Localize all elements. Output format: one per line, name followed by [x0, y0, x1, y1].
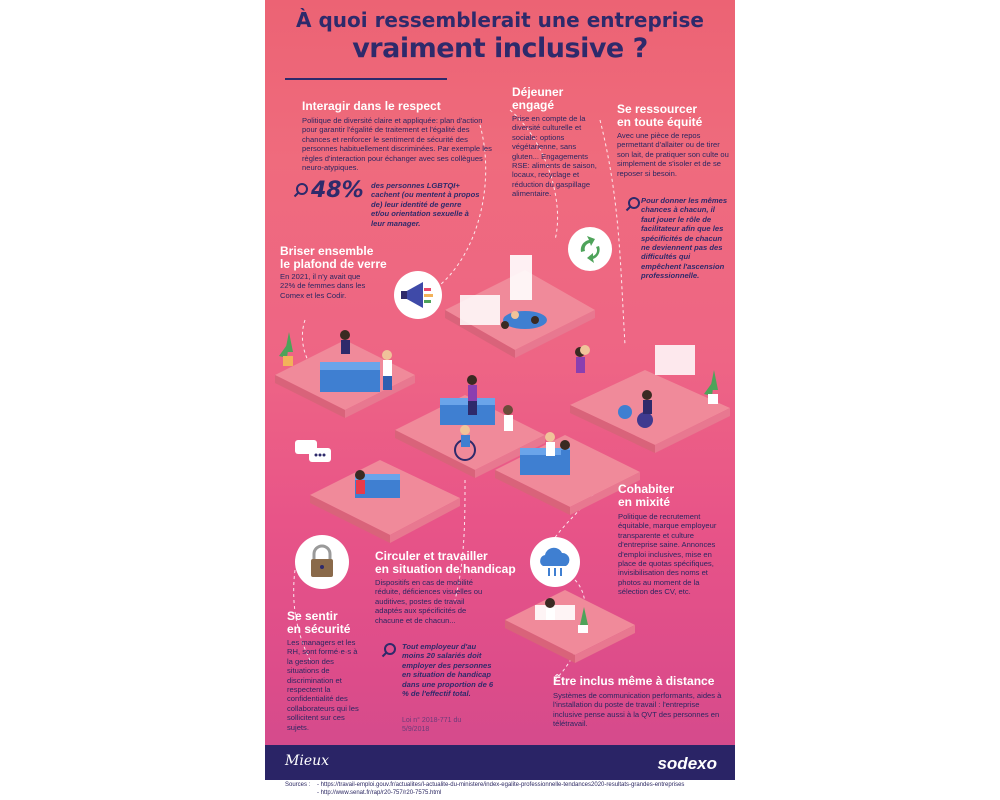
mieux-logo: Mieux — [285, 753, 330, 769]
title-underline — [285, 78, 447, 80]
section-respect-text: Politique de diversité claire et appliqu… — [302, 116, 492, 173]
law-reference: Loi n° 2018-771 du 5/9/2018 — [402, 717, 462, 733]
facilitateur-stat: Pour donner les mêmes chances à chacun, … — [641, 196, 728, 281]
title-line-2: vraiment inclusive ? — [352, 33, 648, 64]
magnifier-icon — [293, 183, 308, 198]
cloud-icon — [530, 537, 580, 587]
footer-bar — [265, 745, 735, 780]
megaphone-icon — [394, 271, 442, 319]
lgbtqi-stat-value: 48% — [311, 178, 364, 203]
section-handicap-title: Circuler et travailler en situation de h… — [375, 549, 516, 576]
chat-bubbles-icon — [295, 440, 331, 462]
magnifier-icon — [625, 197, 640, 212]
section-distance-text: Systèmes de communication performants, a… — [553, 691, 722, 729]
section-plafond-title: Briser ensemble le plafond de verre — [280, 244, 387, 271]
infographic-poster: À quoi ressemblerait une entreprise vrai… — [265, 0, 735, 800]
section-distance-title: Être inclus même à distance — [553, 674, 715, 688]
sources-label: Sources : — [285, 782, 311, 788]
section-dejeuner-text: Prise en compte de la diversité culturel… — [512, 114, 597, 199]
source-link-2[interactable]: - http://www.senat.fr/rap/r20-757/r20-75… — [317, 790, 442, 796]
section-ressourcer-text: Avec une pièce de repos permettant d'all… — [617, 131, 729, 178]
section-ressourcer-title: Se ressourcer en toute équité — [617, 102, 703, 129]
title-line-1: À quoi ressemblerait une entreprise — [296, 8, 704, 32]
section-handicap-text: Dispositifs en cas de mobilité réduite, … — [375, 578, 483, 625]
section-mixite-text: Politique de recrutement équitable, marq… — [618, 512, 717, 597]
handicap-stat: Tout employeur d'au moins 20 salariés do… — [402, 642, 494, 699]
section-plafond-text: En 2021, il n'y avait que 22% de femmes … — [280, 272, 366, 300]
section-respect-title: Interagir dans le respect — [302, 99, 441, 113]
sodexo-logo: sodexo — [657, 754, 717, 773]
recycle-icon — [568, 227, 612, 271]
source-link-1[interactable]: - https://travail-emploi.gouv.fr/actuali… — [317, 782, 685, 788]
padlock-icon — [295, 535, 349, 589]
section-mixite-title: Cohabiter en mixité — [618, 482, 675, 509]
section-dejeuner-title: Déjeuner engagé — [512, 85, 564, 112]
section-securite-title: Se sentir en sécurité — [287, 609, 351, 636]
sources-area — [265, 780, 735, 800]
lgbtqi-stat-text: des personnes LGBTQI+ cachent (ou menten… — [371, 181, 480, 228]
isometric-office-scene — [275, 109, 730, 681]
magnifier-icon — [381, 643, 396, 658]
section-securite-text: Les managers et les RH, sont formé·e·s à… — [287, 638, 359, 732]
